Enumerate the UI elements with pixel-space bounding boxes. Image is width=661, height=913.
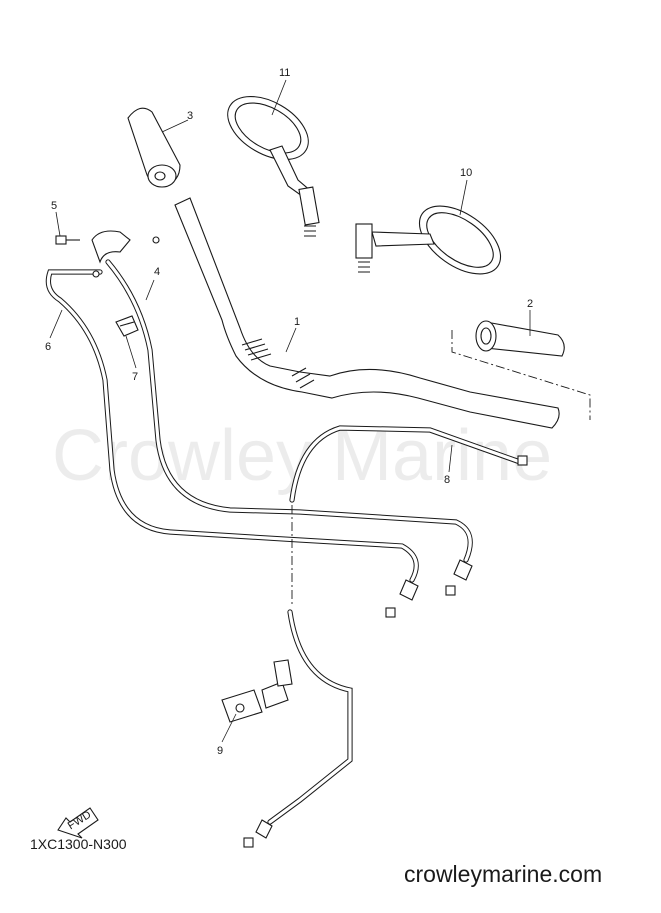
callout-11: 11 [279,67,290,79]
mirror-part-10[interactable] [355,192,513,287]
callout-3: 3 [187,110,193,122]
callout-5: 5 [51,200,57,212]
callout-6: 6 [45,341,51,353]
fwd-arrow-icon: FWD [57,807,99,839]
handlebar-part-1[interactable] [174,197,560,429]
callout-2: 2 [527,298,533,310]
clamp-part-7[interactable] [115,315,139,337]
throttle-cable-part-4[interactable] [91,230,473,596]
bolt-part-5[interactable] [55,235,80,245]
diagram-code: 1XC1300-N300 [30,836,127,852]
bracket-part-9[interactable] [221,659,293,723]
mirror-part-11[interactable] [217,83,320,237]
watermark-text: Crowley Marine [52,416,552,496]
callout-10: 10 [460,167,472,179]
callout-4: 4 [154,266,160,278]
leader-lines [49,79,531,743]
callout-7: 7 [132,371,138,383]
callout-8: 8 [444,474,450,486]
grip-part-3[interactable] [127,107,181,188]
callout-9: 9 [217,745,223,757]
clutch-cable-part-8[interactable] [243,425,528,848]
website-label[interactable]: crowleymarine.com [404,861,603,887]
callout-1: 1 [294,316,300,328]
throttle-cable-part-6[interactable] [45,269,419,618]
grip-part-2[interactable] [451,320,591,420]
